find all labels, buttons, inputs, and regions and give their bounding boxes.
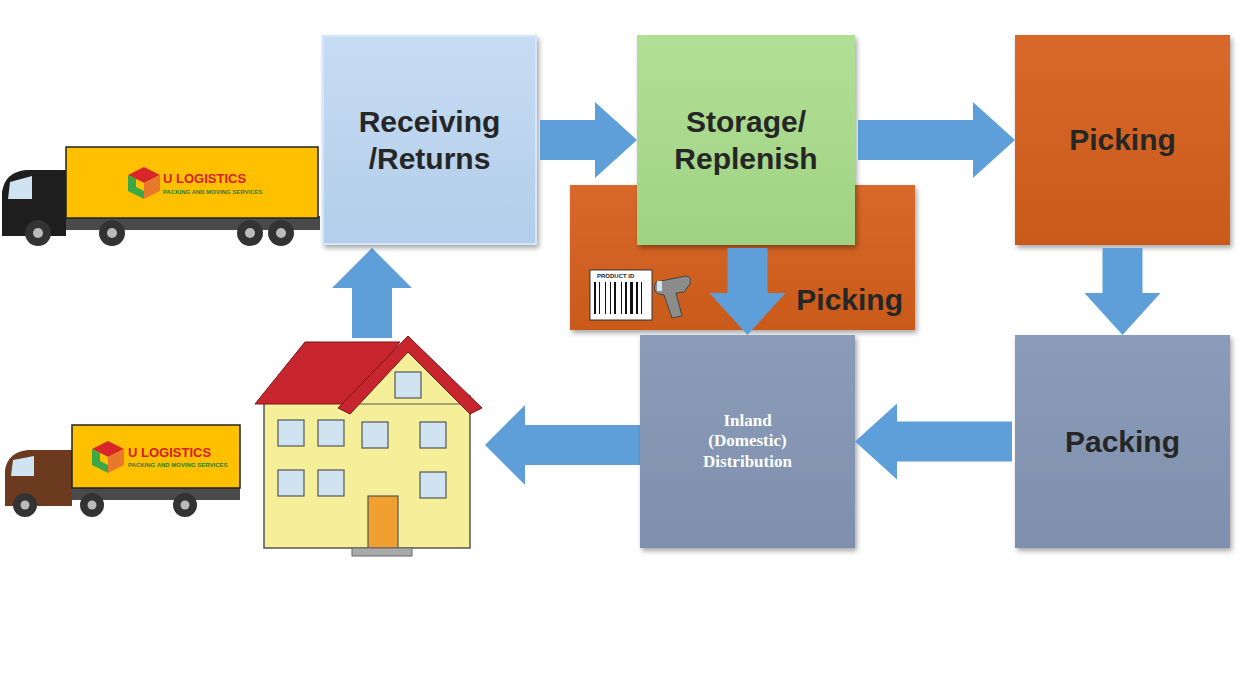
truck — [2, 147, 320, 246]
flow-arrow — [710, 248, 786, 335]
barcode-bar — [625, 282, 627, 314]
barcode-bars — [594, 282, 642, 314]
truck — [5, 425, 240, 517]
logo-text: U LOGISTICS — [163, 172, 246, 185]
barcode-bar — [641, 282, 642, 314]
flow-arrow — [540, 102, 637, 178]
box-label: Receiving /Returns — [336, 103, 523, 178]
barcode-bar — [610, 282, 611, 314]
process-box: Packing — [1015, 335, 1230, 548]
flow-arrow — [1085, 248, 1161, 335]
barcode-bar — [621, 282, 622, 314]
process-box: Picking — [1015, 35, 1230, 245]
logo-icon — [92, 441, 124, 473]
scanner — [654, 276, 690, 318]
logo-text: PACKING AND MOVING SERVICES — [128, 462, 228, 468]
logo-text: PACKING AND MOVING SERVICES — [163, 189, 263, 195]
box-label: Picking — [1069, 121, 1176, 159]
logo-icon — [128, 167, 160, 199]
barcode-caption: PRODUCT ID — [597, 273, 634, 279]
barcode-bar — [605, 282, 606, 314]
process-box: Storage/ Replenish — [637, 35, 855, 245]
barcode-bar — [599, 282, 600, 314]
barcode-bar — [630, 282, 633, 314]
box-label: Picking — [796, 281, 903, 319]
barcode-label — [590, 270, 652, 320]
logo-text: U LOGISTICS — [128, 446, 211, 459]
process-box: Inland (Domestic) Distribution — [640, 335, 855, 548]
house — [255, 336, 482, 556]
barcode-bar — [614, 282, 616, 314]
flow-arrow — [485, 405, 640, 485]
box-label: Inland (Domestic) Distribution — [685, 411, 810, 472]
barcode-bar — [594, 282, 596, 314]
process-box: Receiving /Returns — [322, 35, 537, 245]
box-label: Packing — [1065, 423, 1180, 461]
box-label: Storage/ Replenish — [651, 103, 841, 178]
flow-arrow — [855, 404, 1012, 480]
flow-arrow — [858, 102, 1015, 178]
flow-arrow — [332, 248, 412, 338]
barcode-bar — [636, 282, 638, 314]
